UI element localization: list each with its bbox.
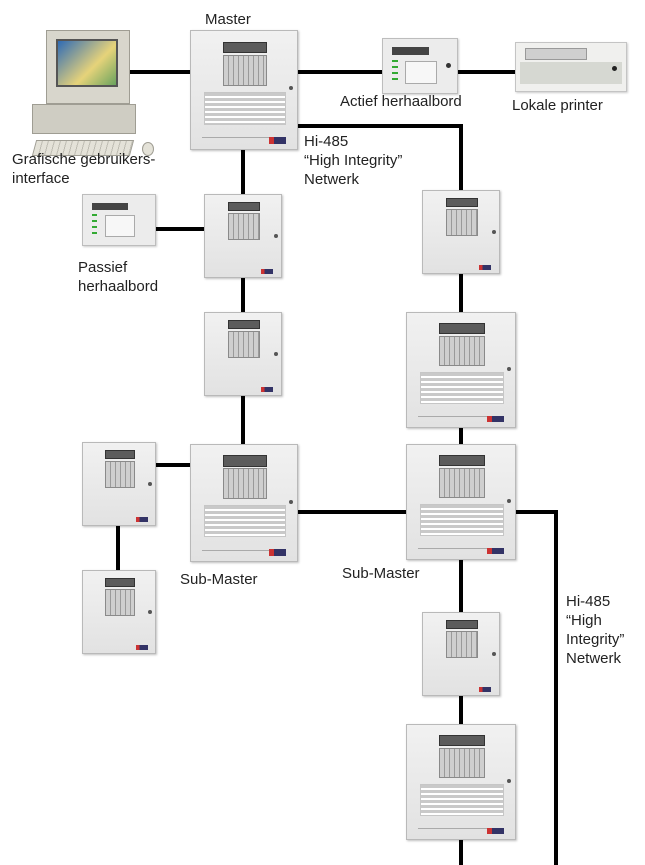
gui-label-line1: Grafische gebruikers- — [12, 151, 156, 168]
master-label: Master — [205, 11, 251, 28]
active-repeater-panel — [382, 38, 458, 94]
left-submaster-panel — [190, 444, 298, 562]
submaster-right-label: Sub-Master — [342, 565, 420, 582]
computer-case — [32, 104, 136, 134]
right-chain-panel-4 — [422, 612, 500, 696]
master-panel — [190, 30, 298, 150]
side-panel-upper — [82, 442, 156, 526]
network1-label-line1: Hi-485 — [304, 133, 349, 150]
right-chain-panel-2 — [406, 312, 516, 428]
graphical-user-interface-pc — [30, 30, 160, 156]
network1-label-line3: Netwerk — [304, 171, 360, 188]
gui-label: Grafische gebruikers- interface — [12, 150, 155, 188]
passive-label-line2: herhaalbord — [78, 278, 159, 295]
right-submaster-panel — [406, 444, 516, 560]
network2-label-line1: Hi-485 — [566, 593, 611, 610]
link-second-network — [516, 510, 558, 865]
right-chain-panel-1 — [422, 190, 500, 274]
passive-repeater-panel — [82, 194, 156, 246]
network2-label-line3: Integrity” — [566, 631, 625, 648]
active-repeater-label: Actief herhaalbord — [340, 93, 462, 110]
side-panel-lower — [82, 570, 156, 654]
monitor-icon — [46, 30, 130, 104]
network2-label-line4: Netwerk — [566, 650, 622, 667]
network1-label-line2: “High Integrity” — [304, 152, 403, 169]
network2-label-line2: “High — [566, 612, 602, 629]
left-chain-panel-1 — [204, 194, 282, 278]
local-printer — [515, 42, 627, 92]
left-chain-panel-2 — [204, 312, 282, 396]
gui-label-line2: interface — [12, 170, 70, 187]
passive-repeater-label: Passief herhaalbord — [78, 258, 158, 296]
right-chain-panel-5 — [406, 724, 516, 840]
mouse-icon — [142, 142, 154, 156]
link-master-right-branch — [298, 124, 463, 190]
passive-label-line1: Passief — [78, 259, 128, 276]
network1-label: Hi-485 “High Integrity” Netwerk — [304, 132, 402, 189]
network2-label: Hi-485 “High Integrity” Netwerk — [566, 592, 624, 668]
local-printer-label: Lokale printer — [512, 97, 603, 114]
submaster-left-label: Sub-Master — [180, 571, 258, 588]
